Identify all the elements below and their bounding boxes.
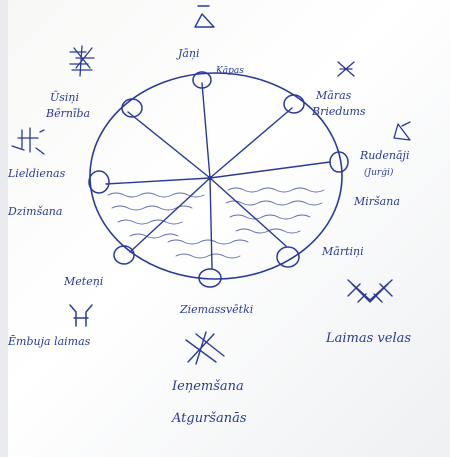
wheel-spokes bbox=[106, 83, 330, 268]
left-tree-symbol bbox=[12, 128, 44, 154]
label-bottom: Ziemassvētki bbox=[180, 304, 253, 317]
node-upper-left bbox=[122, 99, 142, 117]
label-right-1: Rudenāji bbox=[360, 150, 410, 163]
label-bottom-lower-1: Ieņemšana bbox=[172, 380, 244, 395]
spoke-upper-left bbox=[128, 112, 210, 178]
upper-left-tree-symbol bbox=[70, 46, 94, 76]
lower-right-cross-symbol bbox=[348, 280, 392, 302]
bottom-hash-symbol bbox=[186, 332, 224, 364]
node-upper-right bbox=[284, 95, 304, 113]
node-lower-right bbox=[277, 247, 299, 267]
label-left-1: Lieldienas bbox=[8, 168, 65, 181]
spoke-top bbox=[202, 83, 210, 178]
label-top-sub: Kāpas bbox=[216, 66, 244, 76]
label-bottom-lower-2: Atguršanās bbox=[172, 412, 247, 427]
right-triangle-symbol bbox=[394, 122, 410, 140]
spoke-upper-right bbox=[210, 108, 292, 178]
rim-nodes bbox=[89, 72, 348, 287]
label-far-right: Laimas velas bbox=[326, 332, 411, 347]
label-far-left-bottom: Ēmbuja laimas bbox=[8, 336, 90, 349]
spoke-left bbox=[106, 178, 210, 184]
node-left bbox=[89, 171, 109, 193]
label-upper-right-1: Māras bbox=[316, 90, 351, 103]
node-lower-left bbox=[114, 246, 134, 264]
wheel-center bbox=[208, 176, 212, 180]
top-triangle-symbol bbox=[195, 6, 214, 27]
label-upper-left-2: Bērnība bbox=[46, 108, 90, 121]
label-lower-left: Meteņi bbox=[64, 276, 103, 289]
label-left-2: Dzimšana bbox=[8, 206, 62, 219]
spoke-right bbox=[210, 162, 330, 178]
label-top-name: Jāņi bbox=[178, 48, 200, 61]
label-upper-right-2: Briedums bbox=[312, 106, 366, 119]
label-lower-right: Mārtiņi bbox=[322, 246, 364, 259]
upper-right-star-symbol bbox=[338, 62, 354, 76]
lower-left-fork-symbol bbox=[70, 305, 92, 326]
label-upper-left-1: Ūsiņi bbox=[50, 92, 79, 105]
label-right-2: (Jurģi) bbox=[364, 168, 393, 178]
label-right-3: Miršana bbox=[354, 196, 400, 209]
spoke-lower-right bbox=[210, 178, 286, 246]
